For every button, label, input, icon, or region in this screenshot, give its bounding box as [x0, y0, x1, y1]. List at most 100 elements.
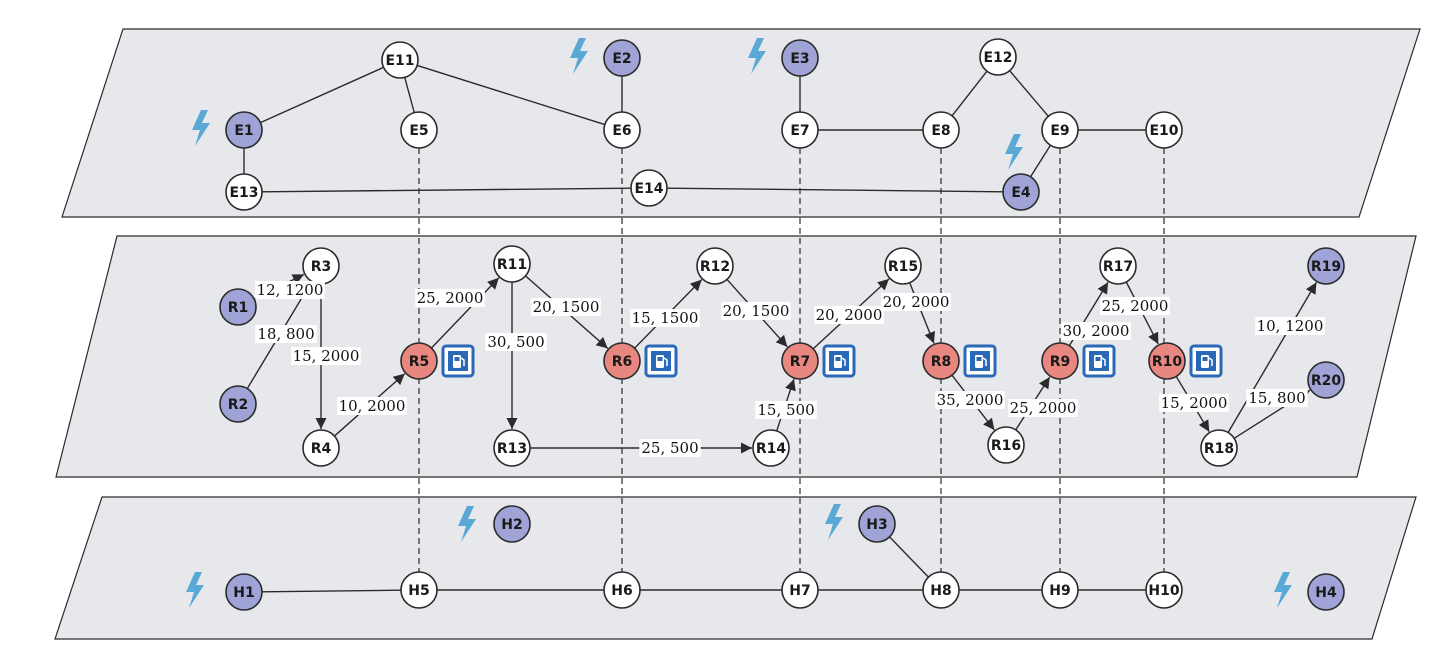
edge-label-R4-R5: 10, 2000 — [339, 397, 406, 415]
node-h10 — [1145, 571, 1183, 609]
hydrogen-network-layer — [54, 496, 1417, 640]
node-h3 — [858, 505, 896, 543]
edge-label-R1-R3: 12, 1200 — [257, 281, 324, 299]
node-r2 — [219, 385, 257, 423]
node-label-h10: H10 — [1148, 583, 1179, 599]
electric-edge-E11-E1 — [260, 66, 384, 124]
edge-label-R15-R8: 20, 2000 — [883, 293, 950, 311]
edge-label-R9-R17: 30, 2000 — [1063, 322, 1130, 340]
node-label-e1: E1 — [234, 123, 253, 139]
edge-label-R3-R4: 15, 2000 — [293, 347, 360, 365]
road-edge-R5-R11 — [430, 277, 500, 349]
node-label-r10: R10 — [1152, 354, 1183, 370]
node-label-e10: E10 — [1149, 123, 1178, 139]
node-r8 — [922, 342, 960, 380]
fuel-pump-icon — [1082, 344, 1116, 378]
edge-label-R5-R11: 25, 2000 — [417, 289, 484, 307]
node-e4 — [1002, 173, 1040, 211]
hydrogen-edge-H3-H8 — [889, 536, 929, 578]
edge-label-bg-R2-R3 — [255, 325, 317, 343]
node-label-e8: E8 — [931, 123, 950, 139]
edge-label-R11-R13: 30, 500 — [487, 333, 544, 351]
node-r20 — [1307, 361, 1345, 399]
node-label-r20: R20 — [1311, 373, 1342, 389]
node-h5 — [400, 571, 438, 609]
fuel-pump-icon — [441, 344, 475, 378]
edge-label-bg-R14-R7 — [755, 401, 817, 419]
edge-label-R18-R19: 10, 1200 — [1257, 317, 1324, 335]
node-e12 — [979, 38, 1017, 76]
fuel-pump-icon — [822, 344, 856, 378]
node-label-r18: R18 — [1204, 441, 1234, 457]
edge-label-bg-R18-R19 — [1255, 317, 1325, 335]
node-label-h7: H7 — [789, 583, 810, 599]
node-h8 — [922, 571, 960, 609]
node-label-r2: R2 — [228, 397, 249, 413]
edge-label-R11-R6: 20, 1500 — [533, 298, 600, 316]
node-label-r3: R3 — [311, 259, 332, 275]
electric-edge-E8-E12 — [951, 70, 988, 117]
edge-label-R17-R10: 25, 2000 — [1102, 297, 1169, 315]
edge-label-bg-R18-R20 — [1246, 389, 1308, 407]
node-label-h9: H9 — [1049, 583, 1070, 599]
node-r6 — [603, 342, 641, 380]
node-label-e3: E3 — [790, 51, 809, 67]
edge-label-R6-R12: 15, 1500 — [632, 309, 699, 327]
edge-label-bg-R7-R15 — [814, 306, 884, 324]
node-label-r4: R4 — [311, 441, 332, 457]
edge-label-bg-R9-R17 — [1061, 322, 1131, 340]
node-r16 — [987, 426, 1025, 464]
node-label-e13: E13 — [229, 185, 258, 201]
edge-label-R16-R9: 25, 2000 — [1010, 399, 1077, 417]
node-e5 — [400, 111, 438, 149]
edge-label-R12-R7: 20, 1500 — [723, 302, 790, 320]
edge-label-bg-R8-R16 — [935, 391, 1005, 409]
node-label-h4: H4 — [1315, 585, 1337, 601]
node-label-e14: E14 — [634, 181, 663, 197]
node-label-e7: E7 — [790, 123, 809, 139]
node-r12 — [696, 247, 734, 285]
node-label-r11: R11 — [497, 257, 527, 273]
node-r5 — [400, 342, 438, 380]
node-label-h2: H2 — [501, 517, 522, 533]
electric-edge-E11-E6 — [416, 64, 606, 126]
fuel-pump-icon — [1189, 344, 1223, 378]
node-icons — [186, 38, 1292, 608]
node-label-e6: E6 — [612, 123, 631, 139]
node-label-e9: E9 — [1050, 123, 1069, 139]
edge-label-R7-R15: 20, 2000 — [816, 306, 883, 324]
node-e10 — [1145, 111, 1183, 149]
fuel-pump-icon — [644, 344, 678, 378]
node-r15 — [884, 247, 922, 285]
node-label-e4: E4 — [1011, 185, 1031, 201]
node-e11 — [381, 41, 419, 79]
edge-label-bg-R10-R18 — [1159, 394, 1229, 412]
electric-edge-E14-E4 — [666, 187, 1004, 193]
node-label-h5: H5 — [408, 583, 429, 599]
edge-label-bg-R4-R5 — [337, 397, 407, 415]
node-label-r13: R13 — [497, 441, 527, 457]
node-label-h3: H3 — [866, 517, 887, 533]
edge-label-bg-R6-R12 — [630, 309, 700, 327]
edge-label-bg-R11-R13 — [485, 333, 547, 351]
node-label-r1: R1 — [228, 300, 249, 316]
edge-label-bg-R5-R11 — [415, 289, 485, 307]
node-label-e12: E12 — [983, 50, 1012, 66]
node-label-r19: R19 — [1311, 259, 1341, 275]
node-r11 — [493, 245, 531, 283]
node-h7 — [781, 571, 819, 609]
electric-edge-E13-E14 — [261, 187, 632, 193]
node-r13 — [493, 429, 531, 467]
electric-edge-E12-E9 — [1009, 70, 1049, 117]
node-r1 — [219, 288, 257, 326]
node-e2 — [603, 39, 641, 77]
node-e13 — [225, 173, 263, 211]
node-h9 — [1041, 571, 1079, 609]
node-label-r7: R7 — [790, 354, 811, 370]
electric-edge-E11-E5 — [404, 77, 415, 113]
node-label-h1: H1 — [233, 585, 254, 601]
edge-label-bg-R16-R9 — [1008, 399, 1078, 417]
